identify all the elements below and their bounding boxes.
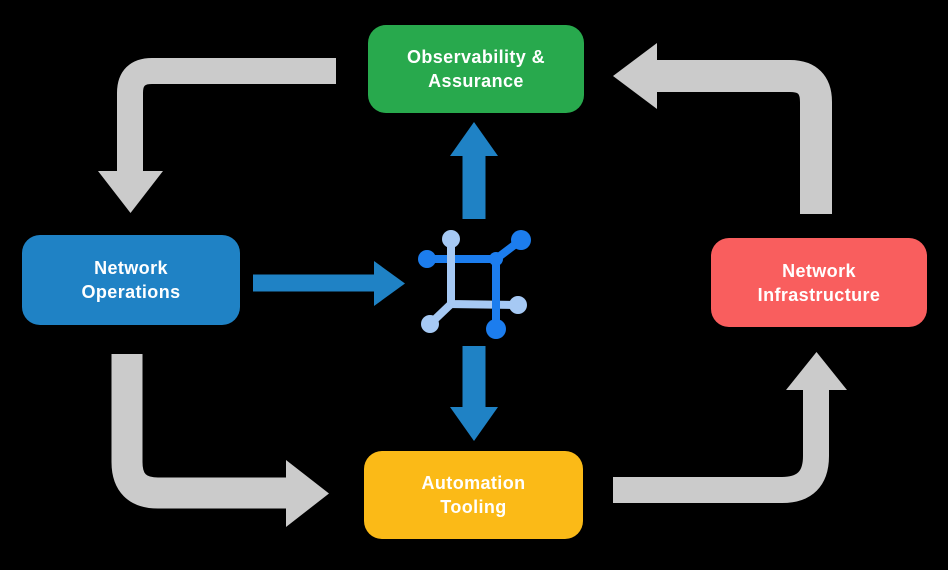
node-network-operations: Network Operations: [22, 235, 240, 325]
arrow-center-to-observability: [450, 122, 498, 219]
node-automation-tooling: Automation Tooling: [364, 451, 583, 539]
node-automation-label: Automation Tooling: [421, 473, 526, 517]
arrow-infrastructure-to-observability: [613, 43, 832, 214]
node-infrastructure-label: Network Infrastructure: [757, 260, 881, 305]
arrow-operations-to-center: [253, 261, 405, 306]
node-network-infrastructure: Network Infrastructure: [711, 238, 927, 327]
node-operations-label: Network Operations: [81, 258, 181, 302]
arrow-operations-to-automation: [111, 354, 329, 527]
node-observability-assurance: Observability & Assurance: [368, 25, 584, 113]
arrow-observability-to-operations: [98, 58, 336, 213]
arrow-automation-to-infrastructure: [613, 352, 847, 503]
arrow-center-to-automation: [450, 346, 498, 441]
network-mesh-icon: [418, 230, 531, 339]
node-observability-label: Observability & Assurance: [406, 47, 546, 91]
